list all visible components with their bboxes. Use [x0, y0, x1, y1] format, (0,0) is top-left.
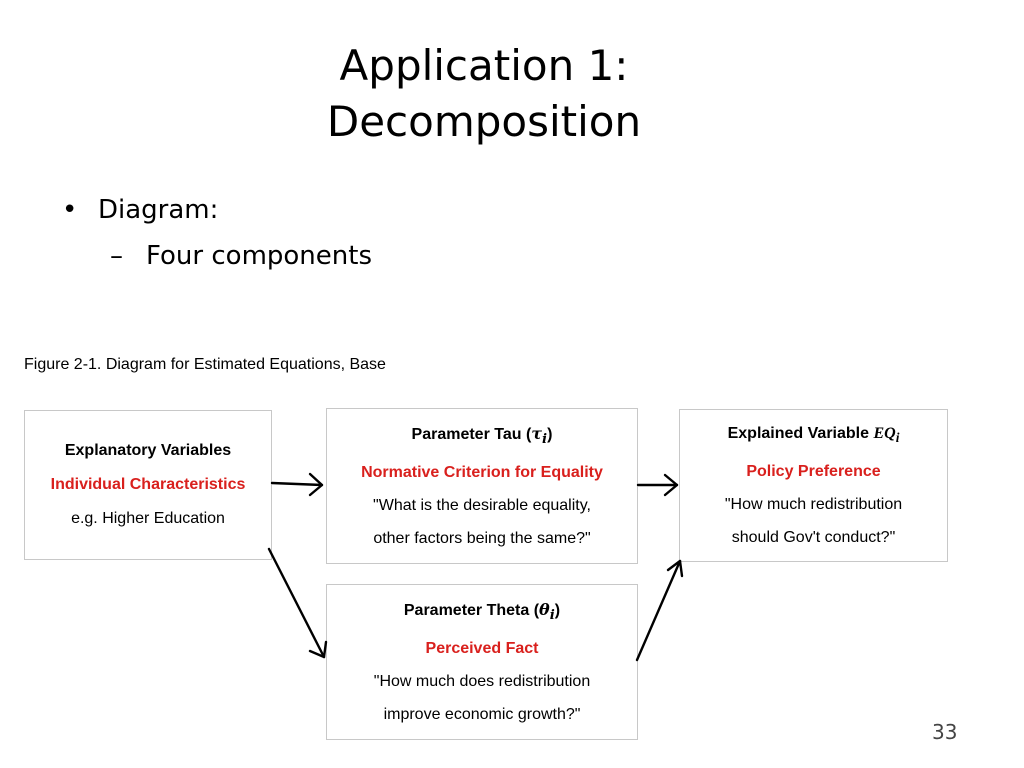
- box-question-line-1: "How much redistribution: [724, 495, 903, 513]
- title-prefix: Explained Variable: [727, 425, 874, 443]
- box-question-line-2: other factors being the same?": [373, 530, 591, 548]
- box-subtitle: Individual Characteristics: [50, 476, 246, 493]
- box-question-line-1: "What is the desirable equality,: [373, 497, 591, 515]
- slide-title-line-1: Application 1:: [339, 41, 629, 90]
- box-question-line-2: improve economic growth?": [383, 706, 581, 724]
- arrow-theta-to-explained: [635, 559, 684, 662]
- box-question-line-2: should Gov't conduct?": [731, 528, 896, 546]
- bullet-dot-icon: •: [62, 195, 78, 225]
- sub-bullet-four-components: –Four components: [110, 240, 372, 272]
- box-subtitle: Normative Criterion for Equality: [361, 464, 603, 482]
- box-example: e.g. Higher Education: [71, 510, 225, 527]
- sub-bullet-text: Four components: [146, 241, 373, 271]
- figure-caption: Figure 2-1. Diagram for Estimated Equati…: [24, 356, 386, 373]
- box-subtitle: Policy Preference: [746, 462, 881, 480]
- eq-symbol: EQ: [873, 425, 896, 443]
- box-subtitle: Perceived Fact: [425, 640, 539, 658]
- box-title: Explained Variable EQi: [728, 417, 900, 454]
- arrow-explanatory-to-tau: [270, 472, 324, 497]
- parameter-tau-box: Parameter Tau (τi) Normative Criterion f…: [326, 408, 638, 564]
- arrow-tau-to-explained: [636, 473, 679, 497]
- page-number: 33: [932, 720, 958, 744]
- slide-title: Application 1: Decomposition: [0, 38, 968, 150]
- title-prefix: Parameter Tau (: [411, 425, 532, 443]
- tau-subscript: i: [542, 431, 548, 448]
- bullet-diagram: • Diagram:: [62, 194, 218, 226]
- explanatory-variables-box: Explanatory Variables Individual Charact…: [24, 410, 272, 560]
- bullet-text: Diagram:: [98, 195, 219, 225]
- explained-variable-box: Explained Variable EQi Policy Preference…: [679, 409, 948, 562]
- theta-symbol: θ: [539, 599, 550, 619]
- box-title: Explanatory Variables: [64, 442, 232, 459]
- slide-title-line-2: Decomposition: [326, 97, 642, 146]
- eq-subscript: i: [895, 430, 900, 446]
- theta-subscript: i: [549, 607, 555, 624]
- tau-symbol: τ: [531, 423, 543, 443]
- box-title: Parameter Theta (θi): [404, 593, 560, 632]
- arrow-explanatory-to-theta: [267, 547, 328, 659]
- parameter-theta-box: Parameter Theta (θi) Perceived Fact "How…: [326, 584, 638, 740]
- title-suffix: ): [554, 601, 561, 619]
- box-question-line-1: "How much does redistribution: [373, 673, 591, 691]
- title-suffix: ): [547, 425, 553, 443]
- title-prefix: Parameter Theta (: [403, 601, 540, 619]
- box-title: Parameter Tau (τi): [412, 417, 553, 456]
- dash-icon: –: [110, 241, 123, 271]
